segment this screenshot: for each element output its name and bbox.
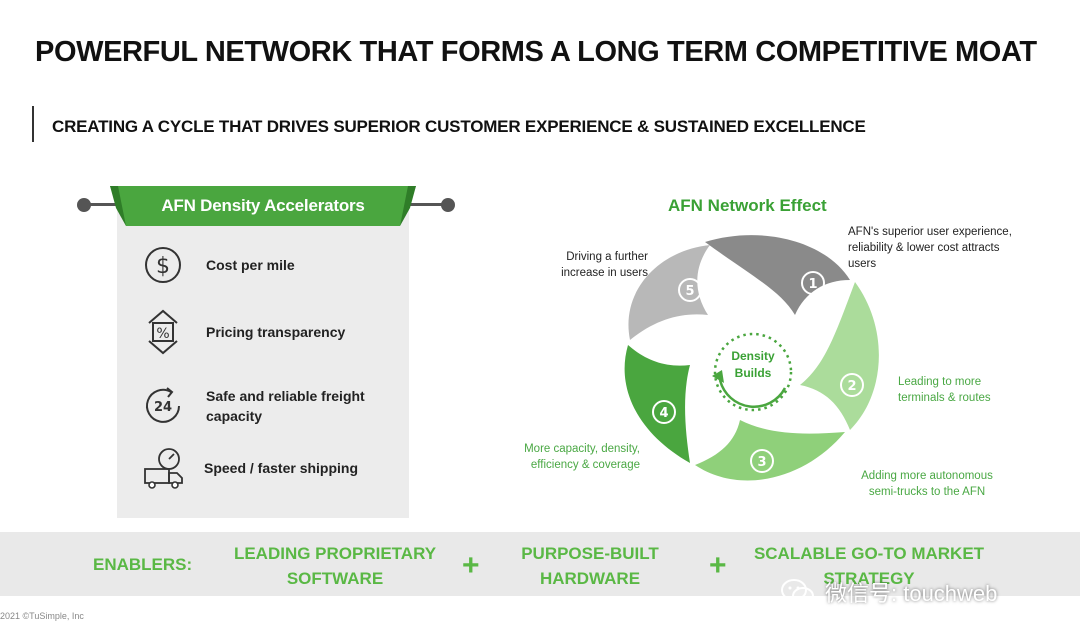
enablers-band [0, 532, 1080, 596]
cycle-arrow-icon [718, 379, 787, 408]
cycle-petal-2 [800, 282, 879, 430]
accelerator-item: 24 Safe and reliable freight capacity [138, 381, 398, 431]
percent-arrows-icon: % [138, 307, 188, 357]
accelerator-label: Cost per mile [206, 257, 295, 273]
24-hour-icon: 24 [138, 381, 188, 431]
enabler-line: HARDWARE [539, 569, 641, 588]
step-badge-2: 2 [840, 373, 864, 397]
enablers-label: ENABLERS: [93, 555, 193, 574]
wechat-watermark: 微信号: touchweb [779, 576, 997, 608]
step-badge-3: 3 [750, 449, 774, 473]
enabler-strategy: SCALABLE GO-TO MARKET STRATEGY [745, 541, 993, 591]
accelerator-item: $ Cost per mile [138, 240, 398, 290]
step-3-annotation: Adding more autonomous semi-trucks to th… [861, 470, 993, 498]
accelerator-item: % Pricing transparency [138, 307, 398, 357]
step-5-annotation: Driving a further increase in users [561, 251, 648, 279]
copyright-footer: 2021 ©TuSimple, Inc [0, 611, 84, 621]
accelerator-label: Speed / faster shipping [204, 460, 359, 476]
banner-rod-right-end [441, 198, 455, 212]
wechat-icon [781, 579, 814, 605]
cycle-petal-1 [705, 235, 850, 315]
accelerators-heading: AFN Density Accelerators [161, 196, 365, 215]
slide-title: POWERFUL NETWORK THAT FORMS A LONG TERM … [35, 36, 1037, 68]
svg-text:2: 2 [847, 379, 856, 394]
slide-subtitle: CREATING A CYCLE THAT DRIVES SUPERIOR CU… [52, 117, 866, 136]
enabler-line: PURPOSE-BUILT [521, 544, 659, 563]
center-dotted-ring [713, 332, 793, 412]
enabler-line: LEADING PROPRIETARY [233, 544, 437, 563]
step-badge-5: 5 [678, 278, 702, 302]
accelerators-ribbon [110, 186, 416, 226]
accelerators-card [117, 190, 409, 518]
dollar-icon: $ [138, 240, 188, 290]
svg-text:4: 4 [659, 406, 668, 421]
plus-icon: + [462, 549, 480, 582]
svg-text:24: 24 [154, 400, 172, 415]
cycle-petal-5 [628, 245, 710, 340]
enabler-software: LEADING PROPRIETARY SOFTWARE [222, 541, 448, 591]
enabler-line: STRATEGY [823, 569, 915, 588]
step-badge-1: 1 [801, 271, 825, 295]
accelerator-item: Speed / faster shipping [138, 443, 398, 493]
step-4-annotation: More capacity, density, efficiency & cov… [524, 443, 640, 471]
plus-icon: + [709, 549, 727, 582]
enabler-line: SOFTWARE [286, 569, 384, 588]
svg-text:1: 1 [808, 277, 817, 292]
step-badge-4: 4 [652, 400, 676, 424]
subtitle-accent-bar [32, 106, 34, 142]
svg-text:%: % [156, 326, 169, 342]
accelerator-label: Pricing transparency [206, 324, 346, 340]
enabler-hardware: PURPOSE-BUILT HARDWARE [500, 541, 680, 591]
network-effect-heading: AFN Network Effect [668, 196, 827, 215]
svg-text:$: $ [156, 254, 170, 279]
enabler-line: SCALABLE GO-TO MARKET [753, 544, 985, 563]
accelerator-label: Safe and reliable freight capacity [206, 388, 365, 424]
watermark-text: 微信号: touchweb [825, 581, 998, 606]
banner-rod-left-end [77, 198, 91, 212]
cycle-center-label: Density Builds [731, 349, 775, 380]
svg-text:3: 3 [757, 455, 766, 470]
step-2-annotation: Leading to more terminals & routes [898, 376, 991, 404]
step-1-annotation: AFN's superior user experience, reliabil… [848, 226, 1012, 270]
cycle-petal-3 [695, 420, 845, 481]
svg-text:5: 5 [685, 284, 694, 299]
network-cycle-diagram: 5 1 2 3 4 [624, 235, 879, 481]
truck-speed-icon [138, 443, 188, 493]
